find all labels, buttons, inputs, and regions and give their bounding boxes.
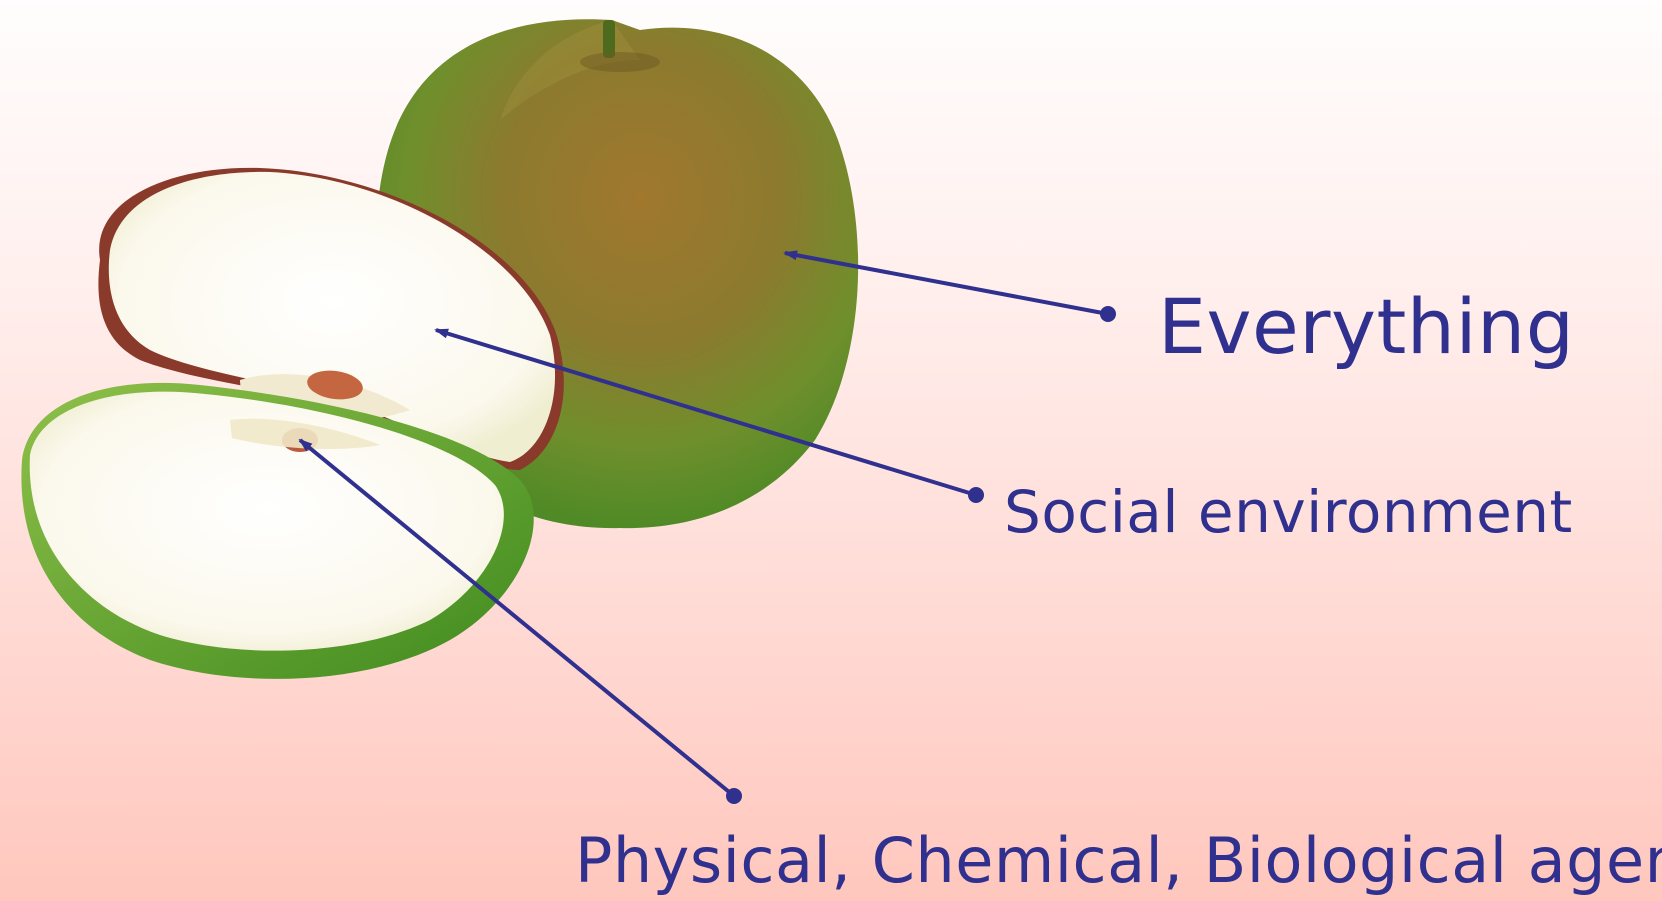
label-everything: Everything	[1158, 282, 1574, 371]
label-physical-chemical-biological-agents: Physical, Chemical, Biological agents	[575, 824, 1662, 897]
arrow-dot-social	[968, 487, 984, 503]
arrow-dot-everything	[1100, 306, 1116, 322]
arrow-dot-agents	[726, 788, 742, 804]
label-social-environment: Social environment	[1004, 478, 1573, 546]
